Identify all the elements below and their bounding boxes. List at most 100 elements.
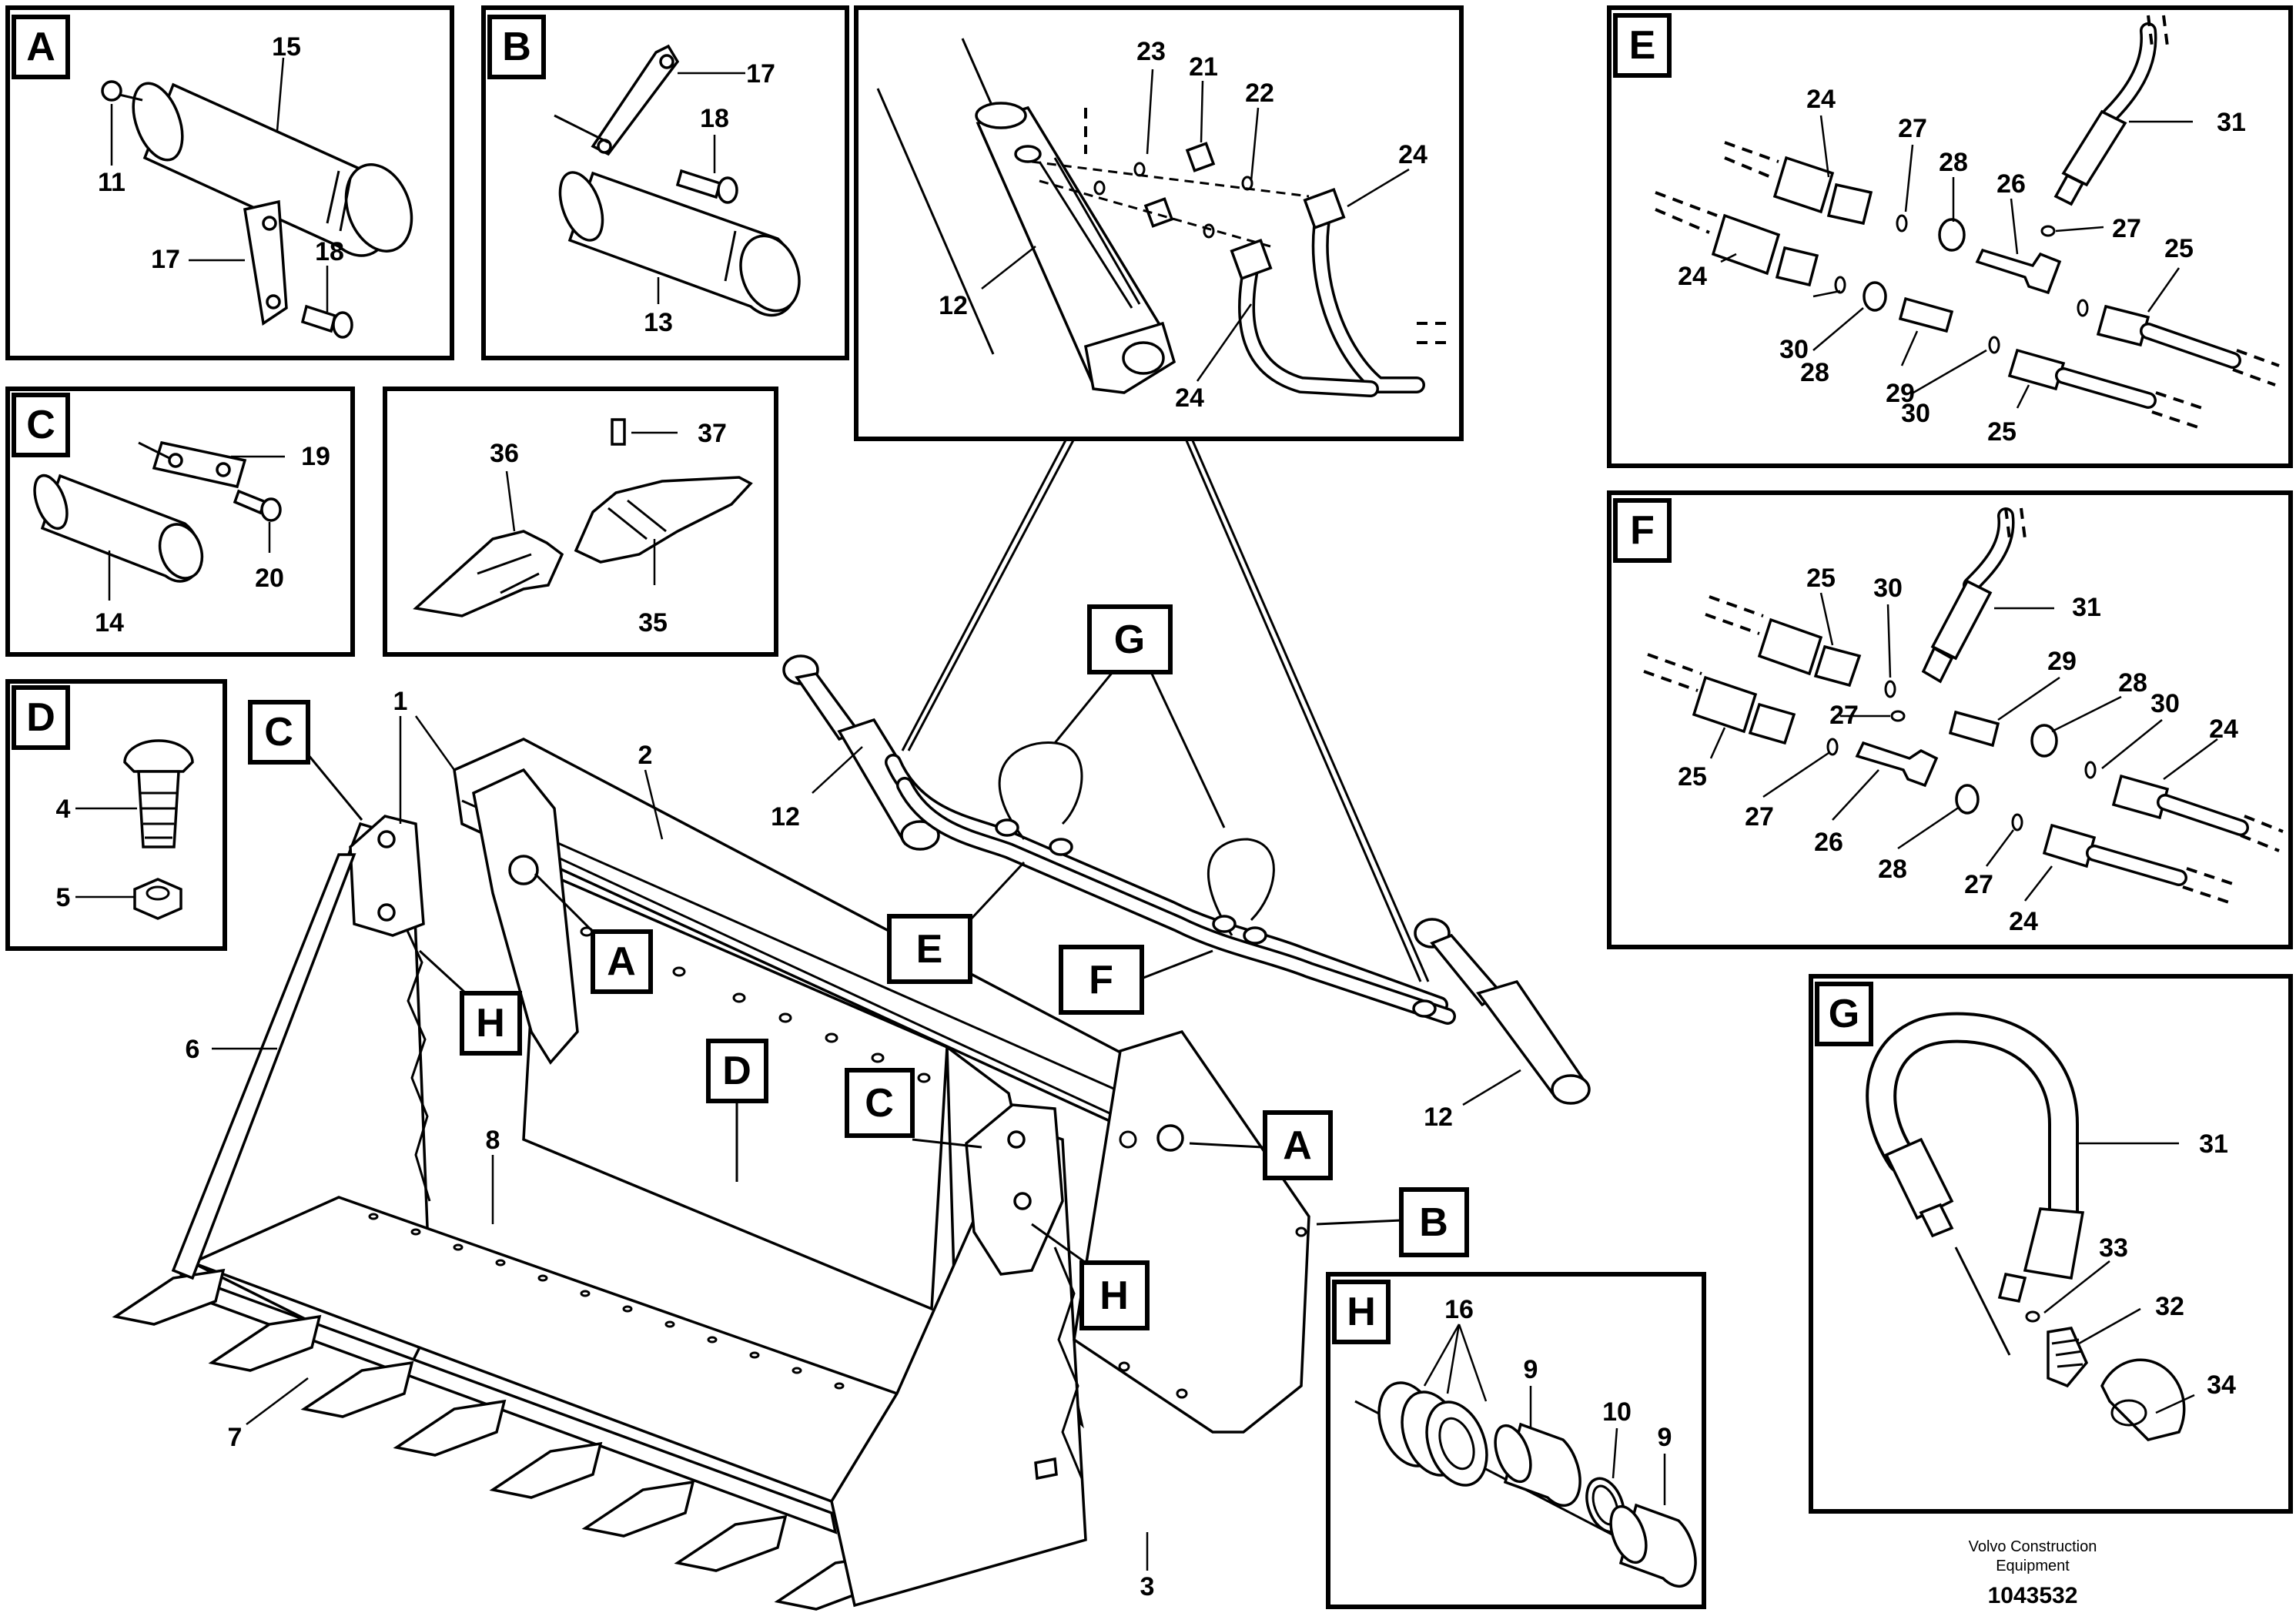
- tag-main-g: G: [1114, 617, 1145, 662]
- panel-c: C 19 20 14: [5, 387, 355, 657]
- panel-d-label: D: [26, 695, 55, 740]
- callout-f-31: 31: [2072, 593, 2101, 622]
- callout-main-6: 6: [186, 1035, 200, 1064]
- callout-top-24a: 24: [1398, 140, 1427, 169]
- callout-main-1: 1: [393, 687, 408, 716]
- panel-h-frame: [1326, 1272, 1706, 1609]
- panel-b: B 17 18 13: [481, 5, 849, 360]
- panel-e-frame: [1607, 5, 2293, 468]
- callout-f-24b: 24: [2009, 907, 2038, 936]
- back-plate-holes: [580, 926, 931, 1083]
- panel-a-label: A: [26, 25, 55, 69]
- callout-e-28a: 28: [1939, 148, 1968, 177]
- callout-e-31: 31: [2217, 108, 2246, 137]
- callout-e-29: 29: [1886, 379, 1915, 408]
- callout-top-24b: 24: [1175, 383, 1204, 413]
- callout-top-12: 12: [939, 291, 968, 320]
- callout-teeth-36: 36: [490, 439, 519, 468]
- panel-a-tag: [12, 15, 70, 79]
- callout-e-30a: 30: [1779, 335, 1809, 364]
- panel-d: D 4 5: [5, 679, 227, 951]
- fitting-21-drawing: [1143, 142, 1216, 228]
- callout-top-22: 22: [1245, 79, 1274, 108]
- callout-f-27a: 27: [1829, 701, 1859, 730]
- callout-a-18: 18: [315, 237, 344, 266]
- callout-g-32: 32: [2155, 1292, 2184, 1321]
- callout-f-27b: 27: [1745, 802, 1774, 832]
- panel-d-frame: [5, 679, 227, 951]
- callout-f-24a: 24: [2209, 714, 2238, 744]
- tag-main-h-right: H: [1099, 1273, 1129, 1318]
- bushing-9a-drawing: [1494, 1422, 1581, 1508]
- panel-e-tag: [1613, 13, 1672, 78]
- callout-c-19: 19: [301, 442, 330, 471]
- callout-f-26: 26: [1814, 828, 1843, 857]
- tag-main-f: F: [1089, 958, 1113, 1002]
- cylinder-12-top-drawing: [975, 102, 1176, 394]
- tag-main-a-right: A: [1283, 1123, 1312, 1168]
- tag-main-b: B: [1419, 1200, 1448, 1245]
- callout-f-30b: 30: [2150, 689, 2180, 718]
- callout-e-24b: 24: [1678, 262, 1707, 291]
- main-callouts: 1 2 6 8 7 3 12 12 12: [186, 687, 1521, 1601]
- main-tags: C H A D E F G C H A: [248, 604, 1469, 1330]
- seals-16-drawing: [1377, 1381, 1488, 1487]
- panel-f-label: F: [1630, 508, 1655, 553]
- side-plate-holes: [1118, 1226, 1307, 1399]
- callout-e-30b: 30: [1901, 399, 1930, 428]
- adapter-35-drawing: [574, 476, 753, 564]
- callout-b-17: 17: [746, 59, 775, 89]
- panel-b-label: B: [502, 25, 531, 69]
- panel-a: A 15 11 17 18: [5, 5, 454, 360]
- callout-e-28b: 28: [1800, 358, 1829, 387]
- cylinder-12-right-drawing: [1414, 918, 1591, 1105]
- tag-main-d: D: [722, 1049, 751, 1093]
- part-number: 1043532: [1988, 1583, 2078, 1608]
- callout-h-9a: 9: [1524, 1355, 1538, 1384]
- callout-f-30a: 30: [1873, 574, 1903, 603]
- callout-h-16: 16: [1444, 1295, 1474, 1324]
- callout-teeth-35: 35: [638, 608, 668, 637]
- callout-main-12c: 12: [1424, 1103, 1453, 1132]
- tag-main-c-right: C: [865, 1081, 894, 1126]
- pin-14-drawing: [33, 474, 204, 583]
- panel-b-frame: [481, 5, 849, 360]
- panel-f-tag: [1613, 498, 1672, 563]
- callout-main-3: 3: [1140, 1572, 1155, 1601]
- callout-main-2: 2: [638, 741, 653, 770]
- nut-5-drawing: [133, 878, 182, 920]
- panel-teeth-frame: [383, 387, 778, 657]
- panel-f: F: [1607, 490, 2293, 949]
- pin-15-drawing: [132, 82, 413, 257]
- panel-c-frame: [5, 387, 355, 657]
- callout-d-5: 5: [56, 883, 71, 912]
- hose-31-g-drawing: [1866, 1012, 2186, 1441]
- panel-teeth: 37 36 35: [383, 387, 778, 657]
- plate-17b-drawing: [591, 44, 680, 156]
- panel-a-frame: [5, 5, 454, 360]
- callout-f-27c: 27: [1964, 870, 1993, 899]
- callout-e-26: 26: [1996, 169, 2026, 199]
- bolt-4-drawing: [123, 739, 194, 848]
- main-cylinders-and-hoses: [782, 654, 1591, 1105]
- callout-d-4: 4: [56, 795, 71, 824]
- credit-line-2: Equipment: [1996, 1558, 2070, 1574]
- panel-h: H 16 9 10 9: [1326, 1272, 1706, 1609]
- panel-f-frame: [1607, 490, 2293, 949]
- cylinder-12-left-drawing: [782, 654, 940, 851]
- panel-d-tag: [12, 685, 70, 750]
- plate-19-drawing: [152, 440, 247, 489]
- grease-nipple-11-drawing: [101, 80, 143, 102]
- callout-a-11: 11: [98, 168, 126, 197]
- bolt-18-drawing: [300, 304, 353, 339]
- callout-main-12a: 12: [771, 802, 800, 832]
- callout-top-23: 23: [1136, 37, 1166, 66]
- callout-g-31: 31: [2199, 1129, 2228, 1159]
- callout-f-25b: 25: [1678, 762, 1707, 791]
- panel-c-tag: [12, 393, 70, 457]
- panel-g: G 31 33 32 34: [1809, 974, 2293, 1514]
- callout-main-8: 8: [486, 1126, 500, 1155]
- panel-top-detail: 23 21 22 24 12 24: [854, 5, 1464, 441]
- panel-f-hoses: [1643, 507, 2284, 904]
